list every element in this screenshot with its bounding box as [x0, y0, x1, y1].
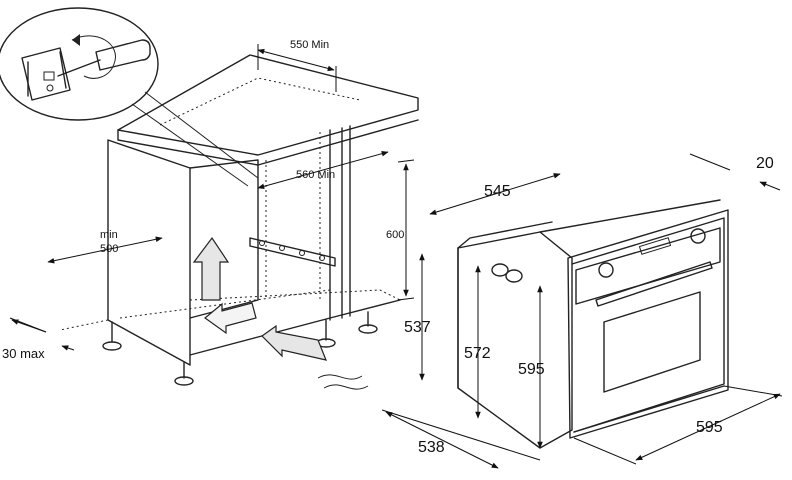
dim-537-label: 537 [404, 319, 431, 336]
dim-600 [397, 159, 415, 301]
dim-500 [47, 236, 163, 264]
dim-545-label: 545 [484, 183, 511, 200]
dim-538 [381, 409, 541, 469]
dim-30-max [9, 317, 75, 351]
dim-550-label: 550 Min [290, 39, 329, 51]
airflow-arrow-up [192, 236, 230, 301]
detail-magnifier [0, 7, 259, 187]
dim-20-label: 20 [756, 155, 774, 172]
dim-595-width [573, 385, 783, 465]
dim-500-label: 500 [100, 243, 118, 255]
dim-30-max-label: 30 max [2, 346, 45, 361]
cabinet [59, 54, 419, 386]
dim-600-label: 600 [386, 229, 404, 241]
dim-538-label: 538 [418, 439, 445, 456]
dim-560 [257, 150, 389, 190]
dim-20 [689, 153, 781, 191]
dim-550 [257, 44, 337, 92]
dim-572-label: 572 [464, 345, 491, 362]
dim-595-width-label: 595 [696, 419, 723, 436]
oven [457, 199, 729, 449]
screwdriver-icon [57, 39, 151, 77]
rotation-arrow-icon [71, 34, 116, 79]
dim-560-label: 560 Min [296, 169, 335, 181]
airflow-arrow-floor [261, 324, 369, 390]
dim-545 [429, 173, 561, 215]
airflow-arrow-in [204, 302, 257, 335]
dim-min-label: min [100, 229, 118, 241]
dim-595-height-label: 595 [518, 361, 545, 378]
